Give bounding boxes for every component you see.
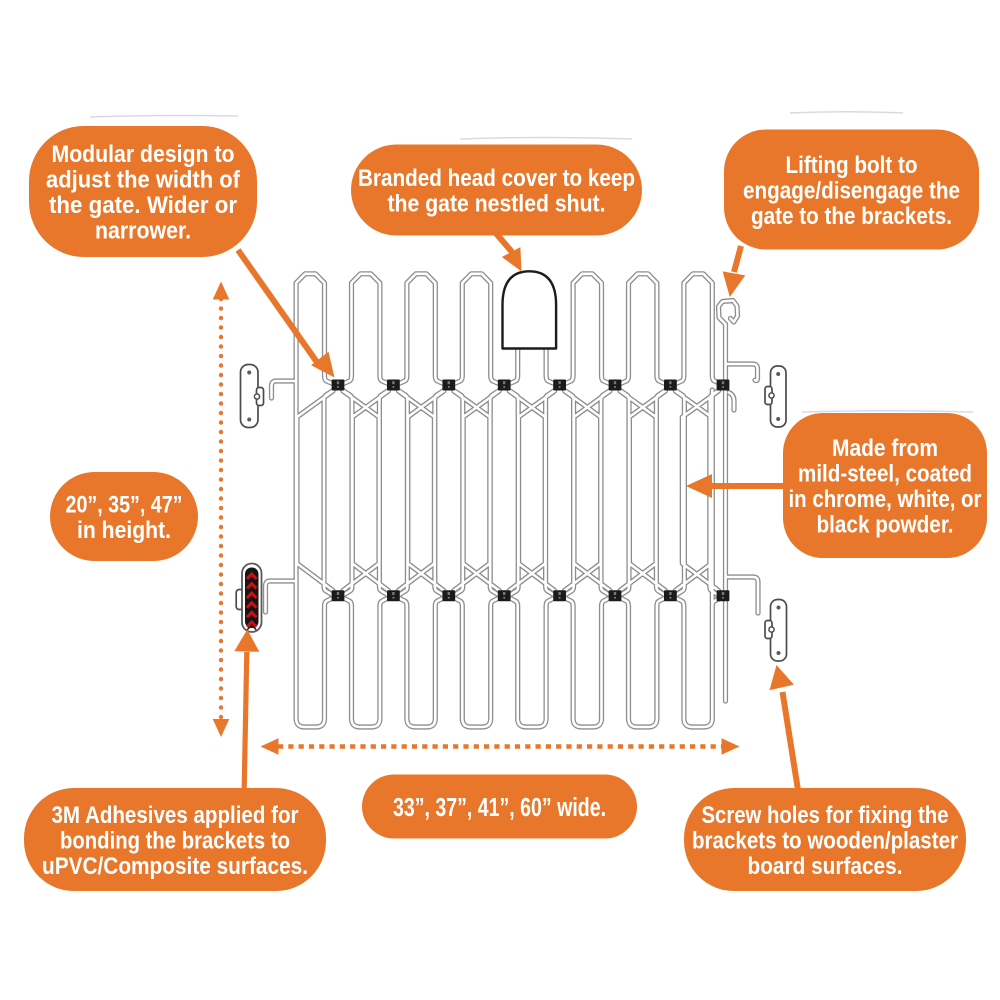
svg-text:brackets to wooden/plaster: brackets to wooden/plaster [692, 827, 958, 854]
svg-text:the gate. Wider or: the gate. Wider or [49, 192, 237, 219]
svg-text:in chrome, white, or: in chrome, white, or [789, 486, 982, 513]
svg-text:Screw holes for fixing the: Screw holes for fixing the [702, 802, 949, 829]
svg-text:mild-steel, coated: mild-steel, coated [798, 461, 972, 488]
svg-text:33”, 37”, 41”, 60” wide.: 33”, 37”, 41”, 60” wide. [393, 794, 606, 822]
svg-text:adjust the width of: adjust the width of [46, 167, 241, 194]
svg-text:Branded head cover to keep: Branded head cover to keep [358, 165, 635, 192]
svg-text:the gate nestled shut.: the gate nestled shut. [388, 191, 606, 218]
svg-text:3M Adhesives applied for: 3M Adhesives applied for [52, 802, 299, 829]
svg-text:in height.: in height. [77, 517, 171, 544]
svg-text:Made from: Made from [832, 435, 938, 462]
svg-text:uPVC/Composite surfaces.: uPVC/Composite surfaces. [42, 853, 308, 880]
svg-text:20”, 35”, 47”: 20”, 35”, 47” [66, 492, 183, 519]
svg-text:bonding the brackets to: bonding the brackets to [60, 827, 290, 854]
svg-text:Lifting bolt to: Lifting bolt to [786, 152, 918, 179]
svg-text:engage/disengage the: engage/disengage the [743, 177, 960, 204]
svg-text:gate to the brackets.: gate to the brackets. [751, 203, 952, 230]
svg-text:narrower.: narrower. [95, 218, 191, 245]
svg-text:black powder.: black powder. [817, 512, 954, 539]
svg-text:Modular design to: Modular design to [52, 141, 235, 168]
svg-text:board surfaces.: board surfaces. [748, 853, 903, 880]
